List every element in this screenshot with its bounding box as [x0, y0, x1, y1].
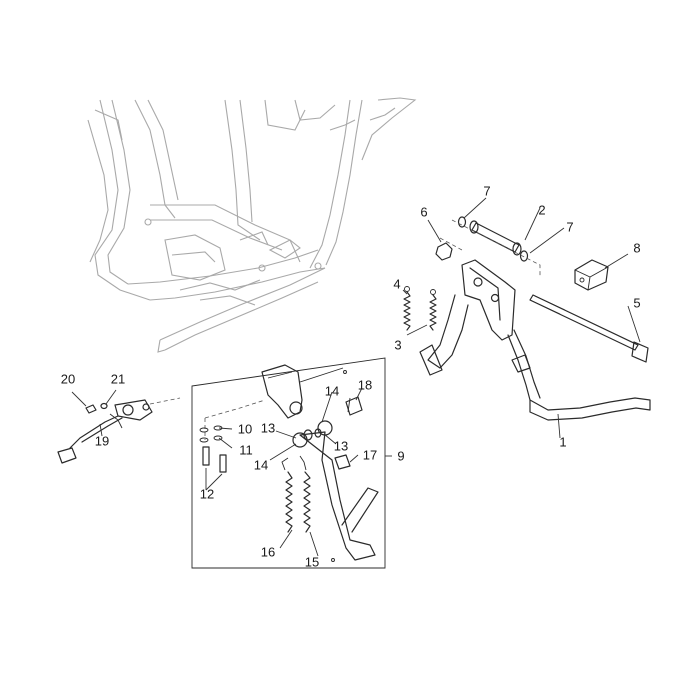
callout-8: 8: [633, 240, 640, 255]
callout-7-right: 7: [566, 219, 573, 234]
callout-11: 11: [239, 442, 253, 457]
callout-6: 6: [420, 204, 427, 219]
stand-sensor: [57, 397, 181, 464]
callout-9: 9: [397, 448, 404, 463]
callout-19: 19: [95, 433, 109, 448]
long-bolt: [529, 294, 649, 363]
leader-lines: [71, 197, 641, 557]
callout-18: 18: [358, 377, 372, 392]
callouts: 1 2 3 4 5 6 7 7 8 9 10 11 12 13 13 14 14…: [61, 183, 641, 569]
center-stand: [419, 259, 651, 421]
callout-17: 17: [363, 447, 377, 462]
side-stand-kit-box: [191, 357, 386, 569]
callout-14-top: 14: [325, 383, 339, 398]
callout-7-top: 7: [483, 183, 490, 198]
callout-10: 10: [238, 421, 252, 436]
screw-20: [85, 404, 97, 414]
springs-3-4: [403, 286, 437, 331]
callout-4: 4: [393, 276, 400, 291]
side-stand-parts: [199, 364, 379, 562]
callout-13-left: 13: [261, 420, 275, 435]
rubber-block: [574, 259, 609, 291]
pivot-pin: [469, 220, 522, 256]
callout-3: 3: [394, 337, 401, 352]
callout-15: 15: [305, 554, 319, 569]
callout-20: 20: [61, 371, 75, 386]
washer-21: [100, 402, 108, 410]
callout-12: 12: [200, 486, 214, 501]
washer-right: [519, 250, 529, 262]
callout-5: 5: [633, 295, 640, 310]
washer-top: [457, 216, 467, 228]
callout-2: 2: [538, 202, 545, 217]
callout-14-left: 14: [254, 457, 268, 472]
scooter-frame: [87, 97, 417, 353]
callout-16: 16: [261, 544, 275, 559]
nut: [435, 242, 453, 261]
callout-21: 21: [111, 371, 125, 386]
callout-13-right: 13: [334, 438, 348, 453]
callout-1: 1: [559, 434, 566, 449]
